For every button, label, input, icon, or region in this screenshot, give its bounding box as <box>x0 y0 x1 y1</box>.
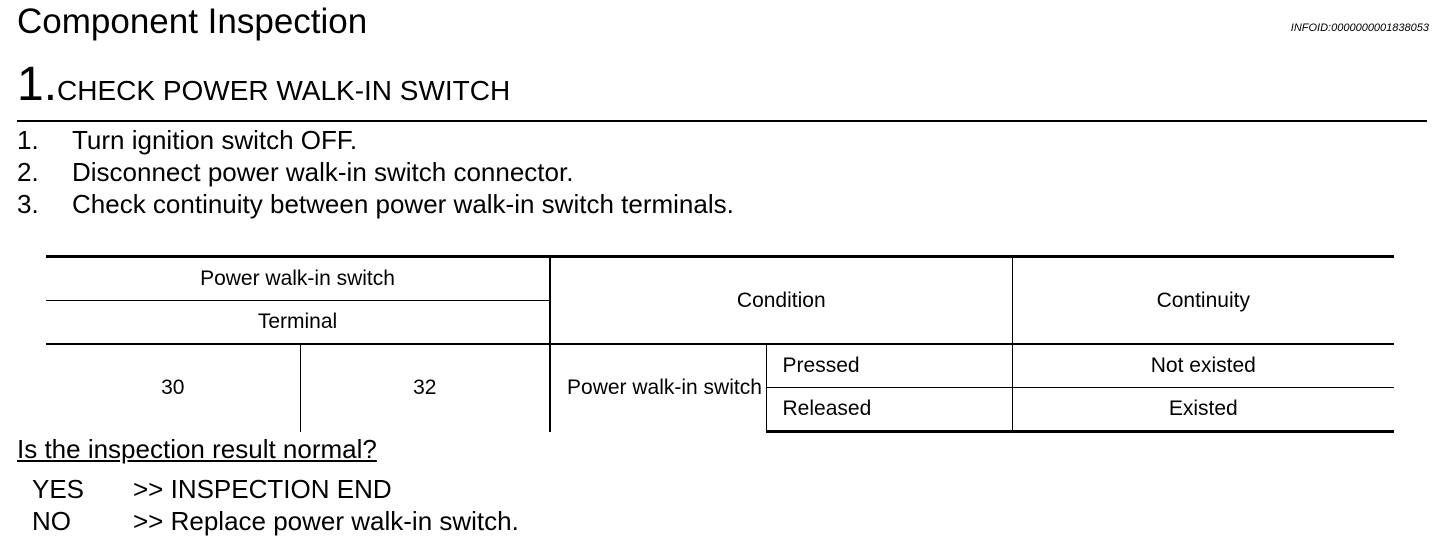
table-subheader-row: Terminal <box>46 300 1394 344</box>
answer-list: YES >> INSPECTION END NO >> Replace powe… <box>32 473 519 537</box>
instruction-item: 2. Disconnect power walk-in switch conne… <box>17 156 734 188</box>
condition-state-cell: Pressed <box>765 343 1013 388</box>
answer-no: NO >> Replace power walk-in switch. <box>32 505 519 537</box>
step-number: 1. <box>17 58 58 111</box>
header-component-cell: Power walk-in switch <box>46 255 551 301</box>
inspection-question: Is the inspection result normal? <box>17 434 377 464</box>
instruction-item: 1. Turn ignition switch OFF. <box>17 124 734 156</box>
info-id: INFOID:0000000001838053 <box>1290 22 1429 34</box>
answer-key: NO <box>32 506 71 536</box>
instruction-item: 3. Check continuity between power walk-i… <box>17 188 734 220</box>
condition-state-cell: Released <box>765 387 1013 433</box>
condition-item-cell: Power walk-in switch <box>549 343 767 432</box>
instruction-text: Check continuity between power walk-in s… <box>72 189 734 219</box>
table-row: 30 32 Power walk-in switch Pressed Not e… <box>46 343 1395 432</box>
instruction-number: 2. <box>17 157 39 187</box>
terminal-a-cell: 30 <box>46 343 300 432</box>
header-continuity-cell: Continuity <box>1011 255 1395 344</box>
instruction-number: 1. <box>17 125 39 155</box>
instruction-text: Disconnect power walk-in switch connecto… <box>72 157 574 187</box>
continuity-cell: Existed <box>1011 387 1395 433</box>
page-title: Component Inspection <box>17 2 368 41</box>
continuity-cell: Not existed <box>1011 343 1395 388</box>
instruction-number: 3. <box>17 189 39 219</box>
step-heading: 1.CHECK POWER WALK-IN SWITCH <box>17 58 510 118</box>
table-row: Released Existed <box>46 387 1395 433</box>
heading-rule <box>17 120 1427 122</box>
answer-yes: YES >> INSPECTION END <box>32 473 519 505</box>
table-header-row: Power walk-in switch Condition Continuit… <box>46 255 1395 344</box>
instruction-list: 1. Turn ignition switch OFF. 2. Disconne… <box>17 124 734 220</box>
answer-text: >> INSPECTION END <box>133 474 392 504</box>
terminal-b-cell: 32 <box>299 343 551 432</box>
instruction-text: Turn ignition switch OFF. <box>72 125 358 155</box>
continuity-table: Power walk-in switch Condition Continuit… <box>46 255 1395 433</box>
answer-text: >> Replace power walk-in switch. <box>133 506 519 536</box>
step-title: CHECK POWER WALK-IN SWITCH <box>57 75 511 106</box>
answer-key: YES <box>32 474 85 504</box>
header-condition-cell: Condition <box>549 255 1013 344</box>
header-terminal-cell: Terminal <box>46 300 551 344</box>
